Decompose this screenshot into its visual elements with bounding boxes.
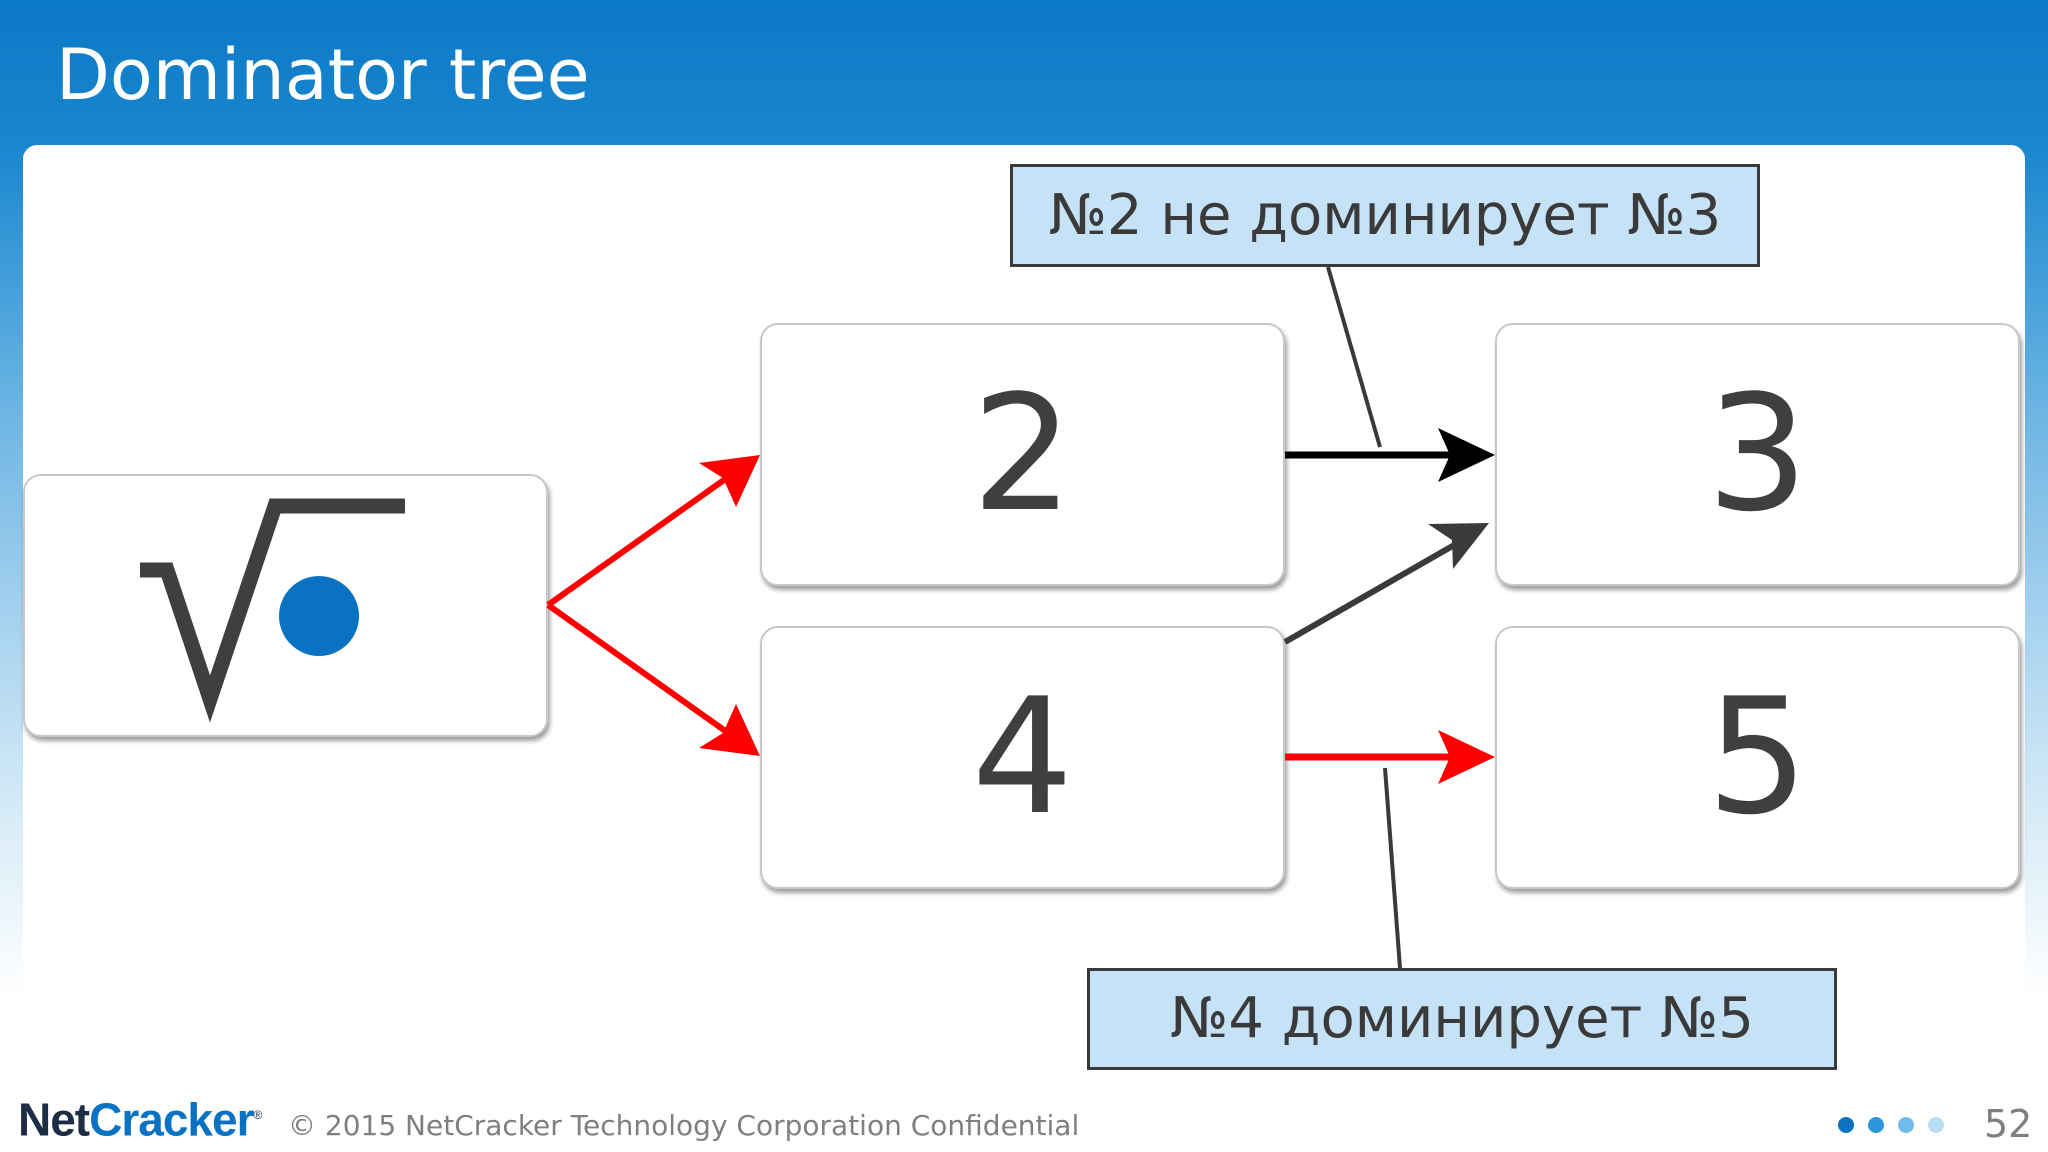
- edge-4-to-3: [1283, 533, 1472, 645]
- node-3-label: 3: [1706, 360, 1809, 547]
- callout-not-dominates: №2 не доминирует №3: [1010, 164, 1760, 267]
- node-3: 3: [1495, 323, 2020, 586]
- node-2-label: 2: [971, 360, 1074, 547]
- copyright-text: © 2015 NetCracker Technology Corporation…: [288, 1109, 1080, 1142]
- node-5: 5: [1495, 626, 2020, 889]
- slide-title: Dominator tree: [56, 34, 590, 116]
- node-5-label: 5: [1706, 663, 1809, 850]
- node-4-label: 4: [971, 663, 1074, 850]
- callout-bottom-leader: [1383, 767, 1402, 969]
- progress-dot: [1868, 1117, 1884, 1133]
- root-logo-icon: [140, 498, 405, 723]
- edge-4-to-5-arrowhead: [1438, 730, 1495, 784]
- edge-root-to-2-arrowhead: [699, 455, 760, 507]
- logo-net: Net: [18, 1093, 90, 1146]
- edge-root-to-4: [546, 602, 747, 748]
- progress-dot: [1898, 1117, 1914, 1133]
- edge-root-to-2: [546, 462, 747, 608]
- progress-dot: [1928, 1117, 1944, 1133]
- callout-top-leader: [1326, 266, 1382, 448]
- node-4: 4: [760, 626, 1285, 889]
- root-logo-radical: [140, 498, 405, 723]
- logo-registered-mark: ®: [253, 1108, 262, 1122]
- root-logo-dot: [279, 576, 359, 656]
- edge-2-to-3-arrowhead: [1438, 428, 1495, 482]
- node-2: 2: [760, 323, 1285, 586]
- progress-dots: [1838, 1117, 1944, 1137]
- page-number: 52: [1984, 1102, 2033, 1146]
- callout-dominates: №4 доминирует №5: [1087, 968, 1837, 1070]
- progress-dot: [1838, 1117, 1854, 1133]
- edge-root-to-4-arrowhead: [699, 704, 760, 756]
- netcracker-logo: NetCracker®: [18, 1090, 262, 1144]
- edge-4-to-3-arrowhead: [1428, 523, 1489, 569]
- logo-cracker: Cracker: [89, 1093, 254, 1146]
- node-root: [23, 474, 548, 737]
